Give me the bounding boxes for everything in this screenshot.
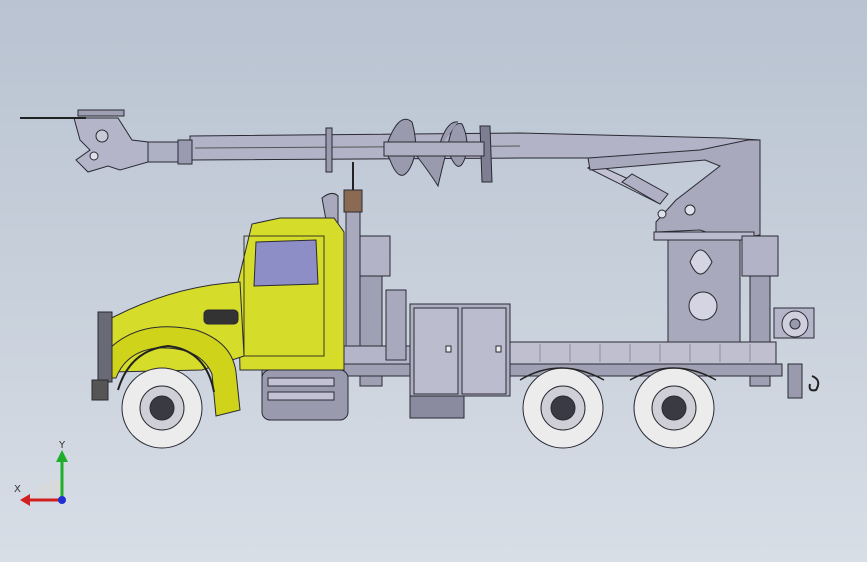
derrick-pedestal	[587, 139, 761, 344]
boom-tip-gripper	[20, 109, 149, 173]
triad-x-label: X	[14, 484, 21, 495]
coordinate-triad: X Y	[10, 438, 82, 508]
rear-reel	[773, 307, 820, 399]
toolbox	[385, 289, 511, 419]
rear-fender-2	[629, 367, 717, 381]
grille	[97, 311, 113, 383]
auger	[383, 118, 485, 188]
hood-vent	[203, 309, 239, 325]
front-fender	[117, 344, 215, 393]
hood	[91, 281, 245, 417]
boom-lift-cylinder	[586, 163, 669, 205]
fuel-tank	[261, 369, 349, 421]
boom-clamp	[325, 127, 333, 173]
cab-door	[243, 235, 325, 357]
rear-wheel-1	[522, 367, 604, 449]
triad-y-label: Y	[59, 440, 66, 451]
rear-fender-1	[519, 367, 605, 381]
rear-wheel-2	[633, 367, 715, 449]
cab	[237, 217, 345, 371]
cab-window	[253, 239, 319, 287]
triad-arrows-icon	[20, 450, 68, 506]
front-wheel	[121, 367, 203, 449]
boom	[20, 109, 761, 183]
